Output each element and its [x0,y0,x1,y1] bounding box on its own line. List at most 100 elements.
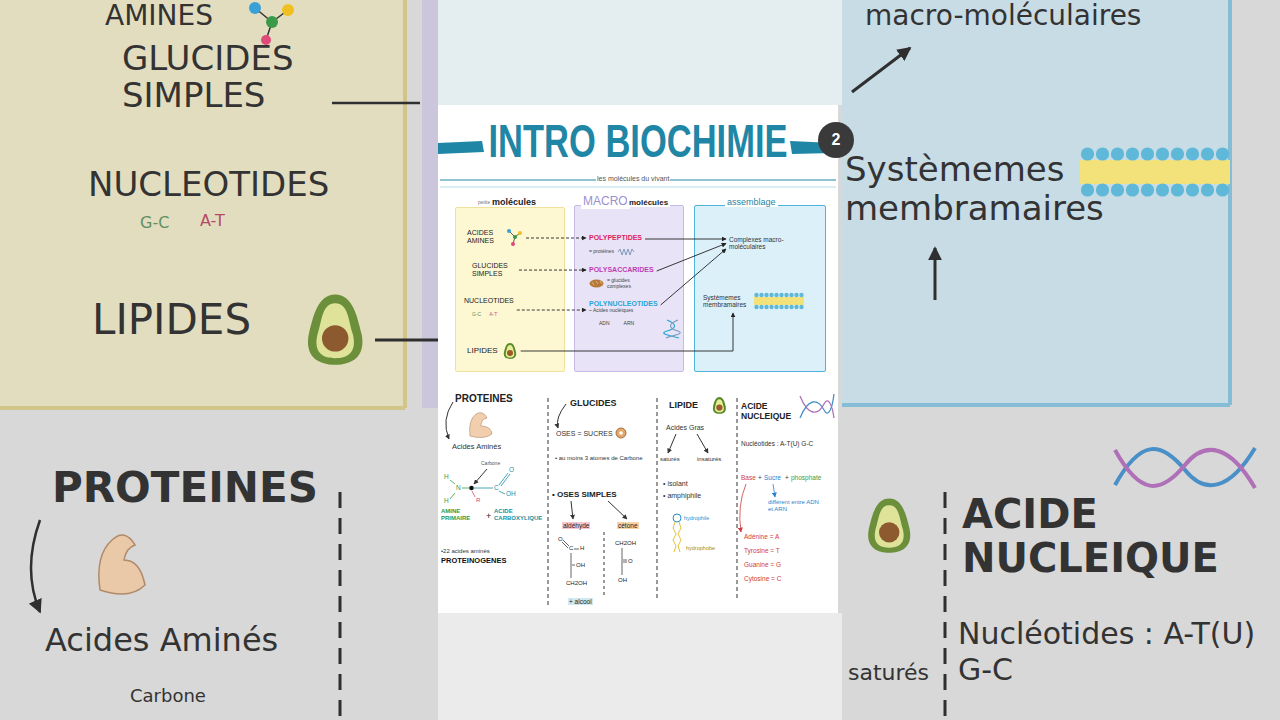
text-label: OH [618,577,627,584]
arm-emoji [470,413,492,438]
arrow-connector [645,239,726,240]
text-label: ACIDE NUCLEIQUE [741,402,801,422]
text-label: différent entre ADN et ARN [768,499,820,513]
arrow-connector [517,310,586,311]
term-box: POLYSACCARIDES = glucides complexes [589,266,654,292]
node-text: G-C [472,312,481,318]
arrow-connector [521,313,733,351]
node-text: A-T [489,312,497,318]
panel-heading: assemblage [725,197,778,207]
zoomed-text: Nucléotides : A-T(U) G-C [958,616,1258,688]
text-label: + [785,474,789,481]
text-label: PROTEINES [455,393,513,405]
zoomed-text: A-T [200,212,225,230]
dna-icon [800,394,834,418]
node-text: GLUCIDES SIMPLES [472,262,516,278]
arrow-connector [661,249,726,305]
text-label: Nucléotides : A-T(U) G-C [741,440,836,447]
zoomed-text: PROTEINES [52,464,318,512]
panel-heading: MACRO [581,195,630,209]
page-badge: 2 [818,122,854,158]
zoomed-text: macro-moléculaires [865,0,1141,32]
zoomed-text: Systèmemes membramaires [845,150,1080,228]
text-label: • amphiphile [663,492,701,500]
node-text: = glucides complexes [607,278,651,290]
zoomed-text: LIPIDES [92,296,251,344]
term-box: POLYPEPTIDES = protéines [589,234,642,260]
text-label: H [444,497,449,504]
node-text: ACIDES AMINES [467,229,503,245]
text-label: C [569,545,573,552]
molecule-doodle [506,227,523,247]
text-label: AMINE PRIMAIRE [441,508,483,522]
bread-drawing [589,279,604,288]
text-label: LIPIDE [669,400,698,410]
zoomed-text: NUCLEOTIDES [88,165,329,204]
text-label: saturés [660,456,680,463]
arm-emoji [99,535,145,594]
sheet-title: INTRO BIOCHIMIE [488,118,788,164]
text-label: • au moins 3 atomes de Carbone [555,455,647,462]
text-label: Guanine = G [744,561,781,568]
text-label: + [758,474,762,481]
avocado-drawing [502,342,518,360]
node-text: LIPIDES [467,346,498,355]
zoomed-text: Acides Aminés [45,622,278,659]
term-box: GLUCIDES SIMPLES [472,262,516,278]
text-label: Acides Aminés [452,443,501,452]
text-label: O [628,558,633,565]
node-text: POLYPEPTIDES [589,234,642,242]
title-bar [790,141,834,154]
membrane-drawing [754,292,804,310]
text-label: CH2OH [566,580,587,587]
text-label: • isolant [663,480,688,488]
text-label: Adénine = A [744,533,779,540]
text-label: les molécules du vivant [596,175,670,183]
text-label: R [476,497,480,504]
text-label: Tyrosine = T [744,547,780,554]
text-label: N [456,484,461,491]
panel-heading: molécules [490,197,538,207]
arrow-connector [657,243,726,271]
zoomed-text: ACIDE NUCLEIQUE [962,492,1262,580]
node-text: ADN [599,321,610,327]
text-label: hydrophobe [686,545,715,551]
arrow-connector [519,270,586,271]
avocado-drawing [713,397,726,414]
term-box: Systèmemes membramaires [703,292,804,310]
text-label: Carbone [481,461,500,467]
text-label: CH2OH [615,540,636,547]
text-label: Cytosine = C [744,575,781,582]
text-label: aldéhyde [562,522,590,529]
dna-drawing [1115,448,1255,488]
text-label: Base [741,474,756,481]
avocado-drawing [868,498,910,552]
node-text: = protéines [589,249,614,255]
text-label: Sucre [764,474,781,481]
node-text: ARN [624,321,635,327]
term-box: POLYNUCLEOTIDES~ Acides nucléiquesADNARN [589,300,658,332]
wiggle-doodle [617,248,635,256]
node-text: POLYSACCARIDES [589,266,654,274]
text-label: GLUCIDES [570,398,617,408]
text-label: OSES = SUCRES [556,430,613,438]
category-panel: petitesmoléculesACIDES AMINESGLUCIDES SI… [455,207,565,372]
term-box: LIPIDES [467,342,518,360]
term-box: Complexes macro-moléculaires [729,236,799,251]
text-label: PROTEINOGENES [441,557,506,566]
text-label: OH [576,562,585,569]
title-bar [438,141,484,154]
text-label: phosphate [791,474,821,481]
node-text: Systèmemes membramaires [703,294,749,309]
text-label: • OSES SIMPLES [552,490,617,499]
text-label: ACIDE CARBOXYLIQUE [494,508,546,522]
text-label: O [509,466,514,473]
zoomed-text: saturés [848,660,929,685]
text-label: OH [506,490,516,497]
text-label: Acides Gras [666,424,704,432]
zoomed-text: AMINES [105,0,213,32]
text-label: H [444,473,449,480]
term-box: NUCLEOTIDESG-CA-T [464,297,514,323]
zoomed-text: GLUCIDES SIMPLES [122,40,352,115]
text-label: H [580,545,584,552]
